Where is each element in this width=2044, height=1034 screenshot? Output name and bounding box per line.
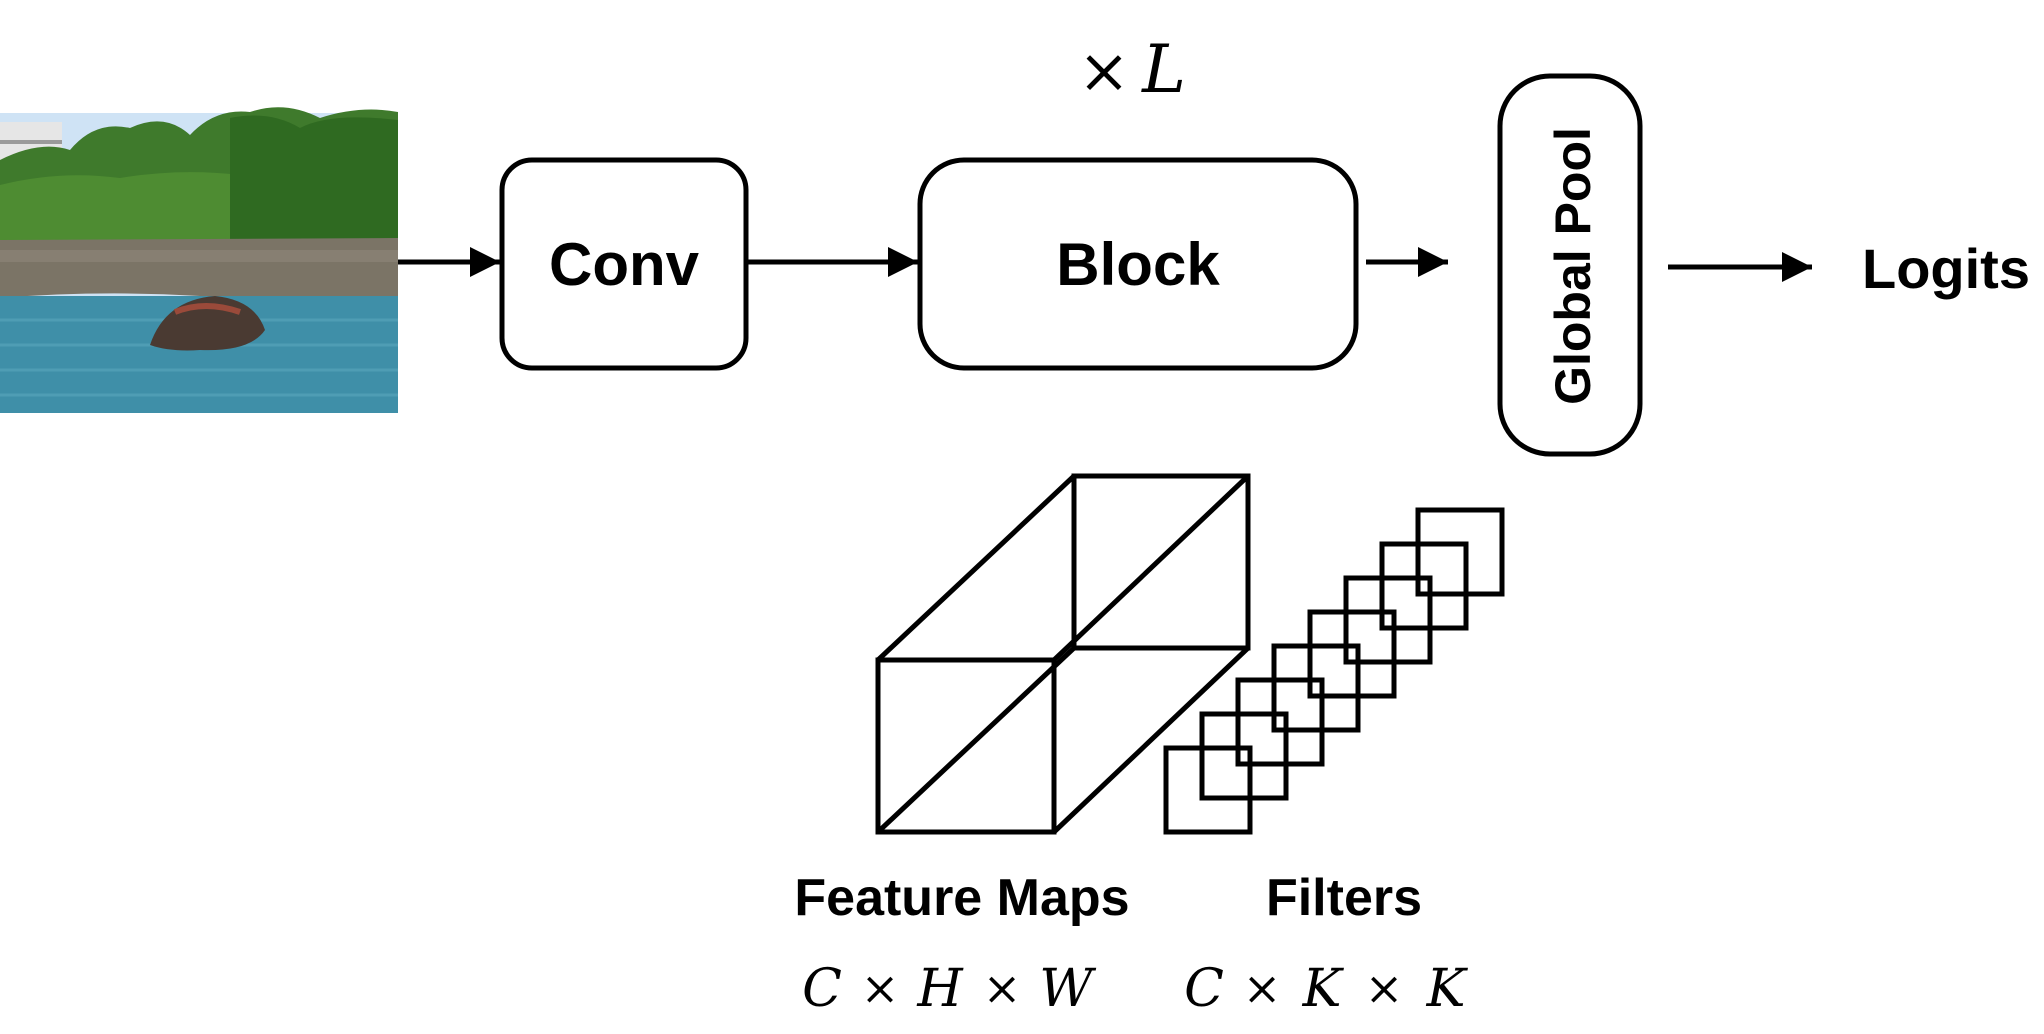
f-shape-k1: K <box>1302 959 1345 1019</box>
repeat-times-symbol: × <box>1078 34 1130 107</box>
feature-maps-shape: C × H × W <box>802 959 1096 1019</box>
fm-shape-c: C <box>802 959 842 1019</box>
global-pool-label: Global Pool <box>1545 127 1601 405</box>
global-pool-box: Global Pool <box>1497 73 1643 457</box>
logits-label: Logits <box>1862 237 2030 300</box>
repeat-label: × L <box>1078 31 1186 108</box>
fm-shape-w: W <box>1039 959 1096 1019</box>
feature-maps-cuboid <box>875 473 1251 835</box>
repeat-count-variable: L <box>1141 31 1186 108</box>
filters-title: Filters <box>1266 869 1422 927</box>
conv-label: Conv <box>549 231 700 298</box>
conv-box: Conv <box>499 157 749 371</box>
filters-shape: C × K × K <box>1184 959 1468 1019</box>
f-shape-c: C <box>1184 959 1224 1019</box>
input-image <box>0 107 398 413</box>
f-shape-times-2: × <box>1365 961 1404 1015</box>
fm-shape-h: H <box>916 959 964 1019</box>
block-label: Block <box>1056 231 1220 298</box>
f-shape-times-1: × <box>1243 961 1282 1015</box>
fm-shape-times-2: × <box>983 961 1022 1015</box>
filters-stack <box>1163 507 1505 835</box>
fm-shape-times-1: × <box>861 961 900 1015</box>
feature-maps-title: Feature Maps <box>794 869 1129 927</box>
f-shape-k2: K <box>1426 959 1469 1019</box>
block-box: Block <box>917 157 1359 371</box>
